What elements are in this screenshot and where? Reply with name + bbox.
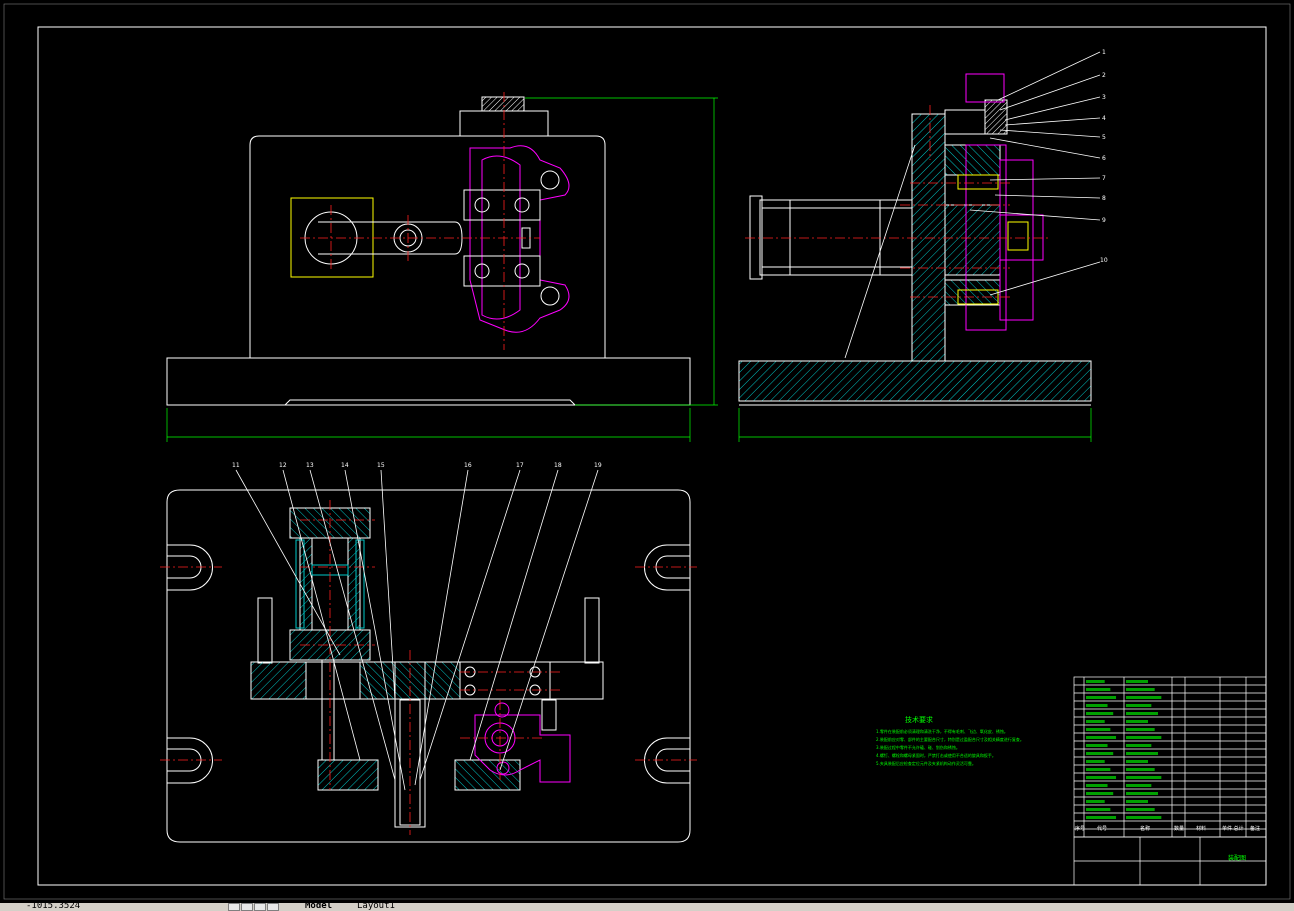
bom-cell-text [1086, 712, 1114, 715]
bom-cell-text [1126, 768, 1155, 771]
bom-cell-text [1126, 728, 1155, 731]
svg-text:18: 18 [554, 462, 562, 469]
bom-cell-text [1086, 776, 1117, 779]
svg-text:4: 4 [1102, 115, 1106, 122]
side-view [738, 99, 1092, 406]
bom-cell-text [1126, 736, 1162, 739]
bom-cell-text [1086, 760, 1105, 763]
bom-cell-text [1086, 680, 1105, 683]
side-view-centerlines [745, 105, 1050, 298]
bom-cell-text [1086, 720, 1105, 723]
bom-cell-text [1126, 792, 1158, 795]
svg-text:9: 9 [1102, 217, 1106, 224]
bom-cell-text [1126, 720, 1148, 723]
bom-cell-text [1126, 688, 1155, 691]
side-view-yellow [957, 174, 1029, 305]
tab-layout1[interactable]: Layout1 [357, 903, 395, 911]
notes-line: 1.零件在装配前必须清理和清洗干净，不得有毛刺、飞边、氧化皮、锈蚀。 [876, 728, 1008, 734]
technical-notes: 技术要求 1.零件在装配前必须清理和清洗干净，不得有毛刺、飞边、氧化皮、锈蚀。 … [876, 715, 1024, 766]
svg-text:名称: 名称 [1140, 825, 1150, 832]
svg-text:5: 5 [1102, 134, 1106, 141]
tab-model[interactable]: Model [305, 903, 333, 911]
bom-cell-text [1126, 784, 1152, 787]
bom-cell-text [1126, 752, 1158, 755]
svg-text:代号: 代号 [1097, 825, 1107, 832]
bom-green-text [1086, 680, 1162, 819]
side-view-leaders [844, 51, 1101, 359]
svg-text:12: 12 [279, 462, 287, 469]
svg-text:16: 16 [464, 462, 472, 469]
front-view-dimensions [166, 97, 718, 442]
plan-view-balloons: 11 12 13 14 15 16 17 18 19 [232, 462, 602, 469]
bom-cell-text [1126, 760, 1148, 763]
bom-cell-text [1086, 752, 1114, 755]
bom-cell-text [1126, 800, 1148, 803]
notes-line: 5.夹具装配后应检查定位元件及夹紧机构动作灵活可靠。 [876, 760, 976, 766]
svg-text:备注: 备注 [1250, 825, 1260, 832]
notes-title: 技术要求 [905, 715, 933, 724]
notes-line: 3.装配过程中零件不允许磕、碰、划伤和锈蚀。 [876, 744, 960, 750]
bom-cell-text [1086, 696, 1117, 699]
side-view-dimensions [738, 408, 1092, 442]
svg-text:8: 8 [1102, 195, 1106, 202]
bom-cell-text [1126, 704, 1152, 707]
notes-line: 2.装配前应对零、部件的主要配合尺寸，特别是过盈配合尺寸及相关精度进行复查。 [876, 736, 1024, 742]
front-view [166, 96, 691, 406]
bom-cell-text [1126, 744, 1152, 747]
front-view-centerlines [300, 92, 540, 350]
bom-cell-text [1086, 792, 1114, 795]
bom-cell-text [1086, 736, 1117, 739]
svg-text:6: 6 [1102, 155, 1106, 162]
bom-cell-text [1126, 816, 1162, 819]
svg-text:2: 2 [1102, 72, 1106, 79]
bom-header: 序号 代号 名称 数量 材料 单件 总计 备注 [1075, 825, 1260, 832]
tab-nav-last-button[interactable] [267, 903, 279, 911]
plan-view-centerlines [160, 500, 697, 835]
bom-cell-text [1086, 728, 1111, 731]
svg-text:19: 19 [594, 462, 602, 469]
status-bar: -1015.3524 Model Layout1 [0, 903, 1294, 911]
side-view-balloons: 1 2 3 4 5 6 7 8 9 10 [1100, 49, 1108, 264]
tab-nav-first-button[interactable] [228, 903, 240, 911]
svg-text:17: 17 [516, 462, 524, 469]
bom-cell-text [1126, 712, 1158, 715]
bom-cell-text [1086, 816, 1117, 819]
bom-cell-text [1126, 808, 1155, 811]
svg-text:单件 总计: 单件 总计 [1222, 825, 1244, 832]
svg-text:14: 14 [341, 462, 349, 469]
tab-nav-next-button[interactable] [254, 903, 266, 911]
sheet-border [3, 3, 1291, 900]
svg-text:1: 1 [1102, 49, 1106, 56]
bom-cell-text [1086, 768, 1111, 771]
bom-cell-text [1126, 696, 1162, 699]
bom-cell-text [1086, 704, 1108, 707]
svg-text:10: 10 [1100, 257, 1108, 264]
svg-text:7: 7 [1102, 175, 1106, 182]
bom-cell-text [1086, 744, 1108, 747]
coordinate-readout: -1015.3524 [26, 903, 81, 911]
bom-cell-text [1086, 808, 1111, 811]
sheet-frame [37, 26, 1267, 886]
svg-text:13: 13 [306, 462, 314, 469]
bom-cell-text [1086, 784, 1108, 787]
side-view-parts [965, 73, 1044, 331]
plan-view-leaders [235, 469, 599, 791]
bom-cell-text [1086, 688, 1111, 691]
svg-text:3: 3 [1102, 94, 1106, 101]
svg-text:序号: 序号 [1075, 825, 1085, 832]
drawing-title: 装配图 [1228, 854, 1246, 862]
bom-cell-text [1126, 776, 1162, 779]
svg-text:11: 11 [232, 462, 240, 469]
tab-nav-prev-button[interactable] [241, 903, 253, 911]
svg-text:数量: 数量 [1174, 825, 1184, 832]
svg-text:材料: 材料 [1196, 825, 1206, 832]
bom-cell-text [1126, 680, 1148, 683]
bom-table [1073, 676, 1267, 886]
bom-cell-text [1086, 800, 1105, 803]
notes-line: 4.螺钉、螺栓和螺母紧固时，严禁打击或使用不合适的旋具和扳手。 [876, 752, 996, 758]
svg-text:15: 15 [377, 462, 385, 469]
